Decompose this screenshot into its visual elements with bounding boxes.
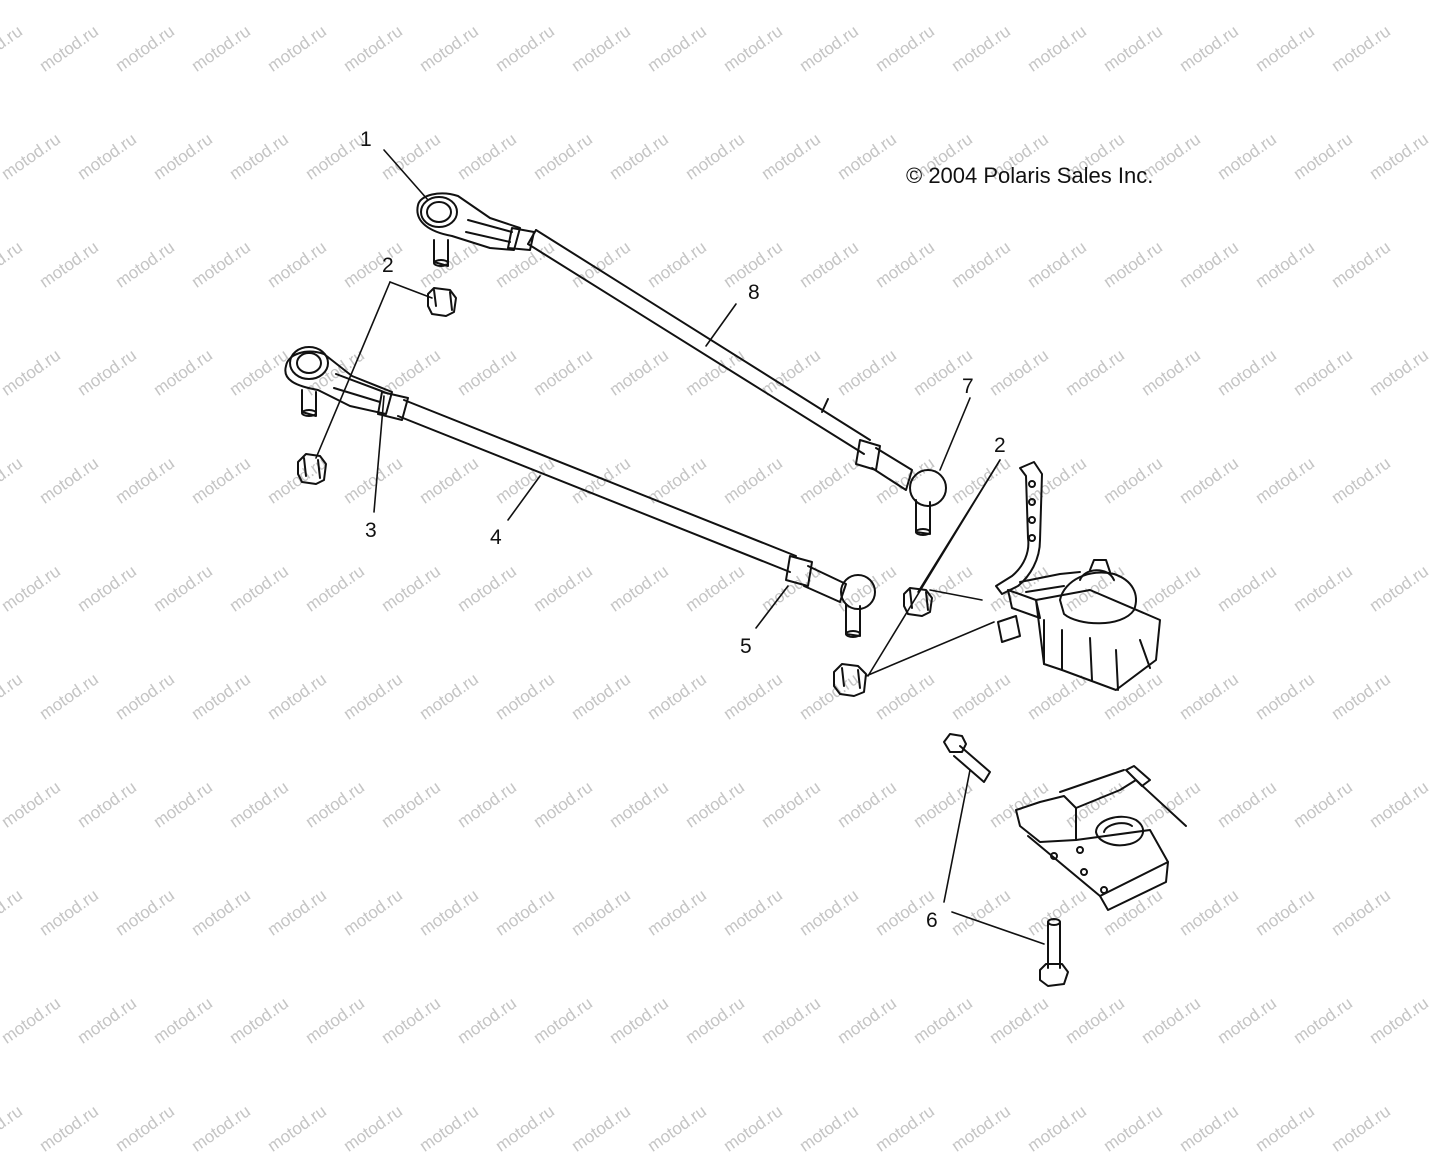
watermark-text: motod.ru	[340, 1101, 406, 1156]
callout-7: 7	[962, 375, 974, 398]
lower-outer-ball-joint	[785, 555, 876, 638]
watermark-text: motod.ru	[720, 1101, 786, 1156]
callout-1: 1	[360, 128, 372, 151]
watermark-text: motod.ru	[568, 1101, 634, 1156]
callout-2-right: 2	[994, 434, 1006, 457]
watermark-text: motod.ru	[264, 1101, 330, 1156]
watermark-text: motod.ru	[1252, 1101, 1318, 1156]
watermark-text: motod.ru	[492, 1101, 558, 1156]
watermark-text: motod.ru	[948, 1101, 1014, 1156]
lower-tie-rod	[397, 399, 797, 573]
watermark-text: motod.ru	[1176, 1101, 1242, 1156]
watermark-text: motod.ru	[1328, 1101, 1394, 1156]
nut-right-lower	[833, 663, 867, 697]
callout-3: 3	[365, 519, 377, 542]
watermark-text: motod.ru	[416, 1101, 482, 1156]
bolt-upper	[943, 733, 991, 783]
mounting-bracket	[1015, 765, 1187, 911]
watermark-text: motod.ru	[872, 1101, 938, 1156]
leader-lines	[315, 149, 1045, 945]
watermark-text: motod.ru	[112, 1101, 178, 1156]
upper-outer-ball-joint	[855, 439, 947, 536]
watermark-text: motod.ru	[796, 1101, 862, 1156]
steering-gear-assembly	[995, 461, 1161, 691]
callout-6: 6	[926, 909, 938, 932]
lower-rod-end	[284, 346, 409, 421]
callout-2-left: 2	[382, 254, 394, 277]
watermark-text: motod.ru	[1024, 1101, 1090, 1156]
nut-upper-left	[427, 287, 457, 317]
watermark-text: motod.ru	[36, 1101, 102, 1156]
parts-diagram	[284, 149, 1187, 987]
callout-8: 8	[748, 281, 760, 304]
callout-4: 4	[490, 526, 502, 549]
upper-rod-end	[416, 192, 535, 267]
copyright-notice: © 2004 Polaris Sales Inc.	[906, 163, 1154, 188]
watermark-text: motod.ru	[1100, 1101, 1166, 1156]
watermark-text: motod.ru	[644, 1101, 710, 1156]
watermark-text: motod.ru	[0, 1101, 26, 1156]
upper-tie-rod	[527, 229, 871, 455]
bolt-lower	[1039, 918, 1069, 987]
watermark-text: motod.ru	[188, 1101, 254, 1156]
nut-lower-left	[297, 453, 327, 485]
callout-5: 5	[740, 635, 752, 658]
